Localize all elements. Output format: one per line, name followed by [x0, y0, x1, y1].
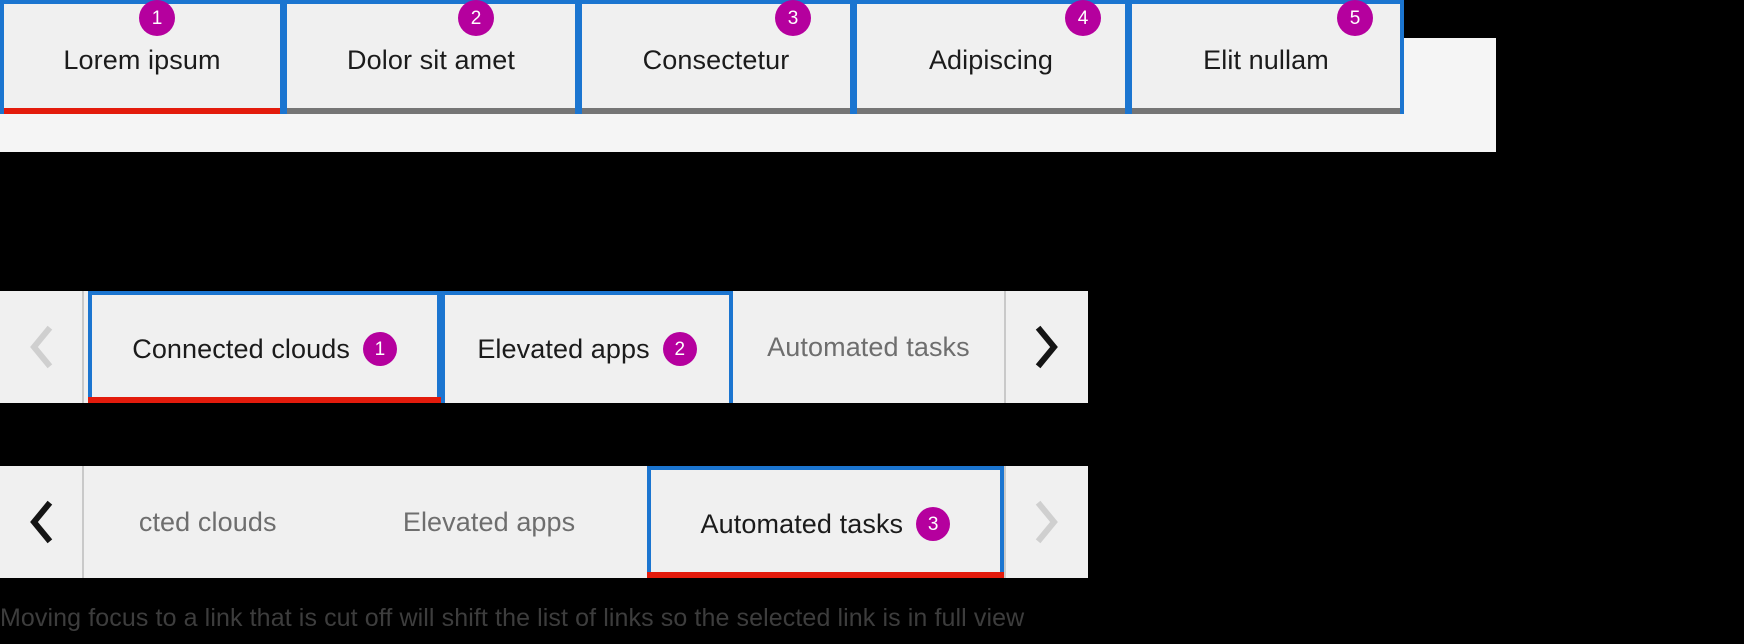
tab-label: Lorem ipsum: [63, 44, 221, 75]
chevron-right-icon: [1032, 325, 1062, 369]
static-tab-list: Lorem ipsum Dolor sit amet Consectetur A…: [0, 0, 1404, 114]
scrollable-tab-list-shifted: cted clouds Elevated apps Automated task…: [0, 466, 1088, 578]
callout-badge-3: 3: [916, 507, 951, 541]
callout-badge-4: 4: [1065, 0, 1101, 36]
tab-automated-tasks-cutoff[interactable]: Automated tasks: [732, 291, 1004, 403]
tab-label: Adipiscing: [928, 44, 1054, 75]
tab-selected-underline: [646, 572, 1004, 578]
chevron-right-icon: [1032, 500, 1062, 544]
tab-scroll-viewport: Connected clouds 1 Elevated apps 2 Autom…: [84, 291, 1004, 403]
chevron-left-icon: [26, 500, 56, 544]
tab-underline: [857, 108, 1125, 114]
tab-selected-underline: [88, 397, 442, 403]
tab-connected-clouds[interactable]: Connected clouds 1: [88, 291, 442, 403]
tab-dolor-sit-amet[interactable]: Dolor sit amet: [283, 0, 579, 114]
tab-label: cted clouds: [138, 507, 277, 537]
tab-elevated-apps[interactable]: Elevated apps 2: [441, 291, 733, 403]
tab-consectetur[interactable]: Consectetur: [578, 0, 854, 114]
tab-connected-clouds-cutoff[interactable]: cted clouds: [84, 466, 332, 578]
callout-badge-5: 5: [1337, 0, 1373, 36]
scroll-next-button[interactable]: [1004, 466, 1088, 578]
scroll-previous-button[interactable]: [0, 291, 84, 403]
tab-automated-tasks[interactable]: Automated tasks 3: [646, 466, 1004, 578]
tab-elit-nullam[interactable]: Elit nullam: [1128, 0, 1404, 114]
tab-label: Elit nullam: [1203, 44, 1329, 75]
tab-label: Automated tasks: [700, 509, 904, 539]
callout-badge-3: 3: [775, 0, 811, 36]
scrollable-tab-list-start: Connected clouds 1 Elevated apps 2 Autom…: [0, 291, 1088, 403]
tab-label: Elevated apps: [477, 334, 650, 364]
tab-underline: [287, 108, 575, 114]
callout-badge-2: 2: [458, 0, 494, 36]
scroll-next-button[interactable]: [1004, 291, 1088, 403]
tab-underline: [582, 108, 850, 114]
scroll-previous-button[interactable]: [0, 466, 84, 578]
tab-label: Connected clouds: [132, 334, 350, 364]
tab-scroll-viewport: cted clouds Elevated apps Automated task…: [84, 466, 1004, 578]
tab-selected-underline: [4, 108, 280, 114]
tab-elevated-apps-cutoff[interactable]: Elevated apps: [331, 466, 647, 578]
tab-underline: [1132, 108, 1400, 114]
caption-text: Moving focus to a link that is cut off w…: [0, 604, 1025, 632]
tab-label: Dolor sit amet: [347, 44, 515, 75]
tab-label: Consectetur: [642, 44, 790, 75]
tab-label: Automated tasks: [767, 332, 970, 362]
callout-badge-1: 1: [362, 332, 397, 366]
callout-badge-1: 1: [139, 0, 175, 36]
tab-label: Elevated apps: [402, 507, 576, 537]
callout-badge-2: 2: [662, 332, 697, 366]
chevron-left-icon: [26, 325, 56, 369]
